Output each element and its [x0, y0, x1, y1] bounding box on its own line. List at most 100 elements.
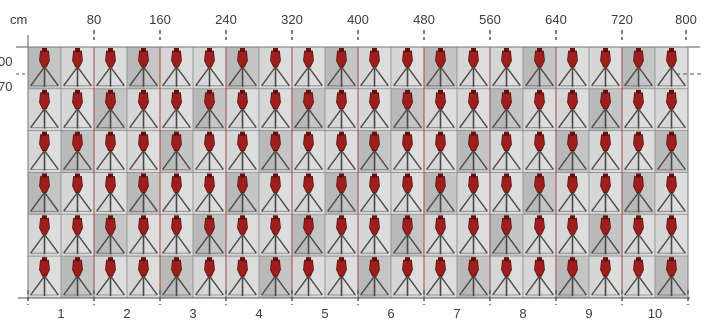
panel-tile — [159, 255, 194, 299]
panel-tile — [126, 88, 161, 132]
panel-tile — [192, 255, 227, 299]
panel-tile — [588, 130, 623, 173]
panel-grid — [27, 46, 689, 299]
panel-tile — [258, 130, 293, 173]
panel-tile — [357, 88, 392, 132]
panel-tile — [522, 213, 557, 257]
panel-tile — [456, 213, 491, 257]
panel-tile — [423, 255, 458, 299]
panel-tile — [555, 46, 590, 90]
panel-tile — [159, 172, 194, 215]
panel-tile — [225, 46, 260, 90]
panel-tile — [489, 130, 524, 173]
panel-tile — [27, 46, 62, 90]
panel-tile — [621, 172, 656, 215]
panel-number-label: 9 — [585, 306, 592, 321]
panel-tile — [423, 172, 458, 215]
panel-number-label: 8 — [519, 306, 526, 321]
panel-tile — [60, 130, 95, 173]
panel-tile — [27, 172, 62, 215]
panel-tile — [225, 172, 260, 215]
panel-tile — [60, 88, 95, 132]
panel-tile — [192, 88, 227, 132]
panel-tile — [456, 46, 491, 90]
top-tick-label: 800 — [675, 12, 697, 27]
panel-tile — [588, 213, 623, 257]
panel-tile — [522, 46, 557, 90]
panel-tile — [126, 255, 161, 299]
panel-tile — [258, 46, 293, 90]
panel-tile — [27, 130, 62, 173]
panel-tile — [258, 172, 293, 215]
panel-tile — [456, 172, 491, 215]
panel-tile — [225, 255, 260, 299]
panel-tile — [390, 172, 425, 215]
panel-tile — [588, 88, 623, 132]
panel-number-label: 1 — [57, 306, 64, 321]
panel-tile — [522, 172, 557, 215]
panel-tile — [324, 88, 359, 132]
panel-tile — [126, 46, 161, 90]
panel-tile — [60, 213, 95, 257]
panel-tile — [93, 172, 128, 215]
panel-tile — [522, 255, 557, 299]
panel-tile — [324, 172, 359, 215]
top-tick-label: 480 — [413, 12, 435, 27]
panel-tile — [390, 213, 425, 257]
panel-tile — [93, 255, 128, 299]
panel-tile — [126, 130, 161, 173]
panel-number-label: 7 — [453, 306, 460, 321]
panel-tile — [456, 88, 491, 132]
panel-tile — [654, 172, 689, 215]
panel-tile — [489, 255, 524, 299]
panel-tile — [225, 88, 260, 132]
panel-tile — [423, 130, 458, 173]
panel-tile — [390, 130, 425, 173]
panel-tile — [489, 172, 524, 215]
panel-tile — [357, 172, 392, 215]
panel-number-label: 4 — [255, 306, 262, 321]
panel-tile — [357, 213, 392, 257]
panel-tile — [555, 88, 590, 132]
panel-tile — [126, 172, 161, 215]
panel-tile — [159, 130, 194, 173]
panel-tile — [555, 255, 590, 299]
panel-tile — [324, 255, 359, 299]
left-axis-label-bottom: 70 — [0, 79, 12, 94]
top-tick-label: 560 — [479, 12, 501, 27]
panel-tile — [654, 130, 689, 173]
top-tick-label: 720 — [611, 12, 633, 27]
panel-tile — [588, 255, 623, 299]
top-tick-label: 160 — [149, 12, 171, 27]
panel-tile — [291, 130, 326, 173]
panel-tile — [489, 213, 524, 257]
panel-number-label: 10 — [648, 306, 662, 321]
top-tick-label: 80 — [87, 12, 101, 27]
panel-tile — [522, 130, 557, 173]
panel-tile — [423, 88, 458, 132]
panel-tile — [588, 172, 623, 215]
panel-tile — [654, 213, 689, 257]
panel-tile — [258, 213, 293, 257]
panel-tile — [126, 213, 161, 257]
panel-tile — [621, 255, 656, 299]
panel-tile — [291, 172, 326, 215]
panel-tile — [456, 130, 491, 173]
panel-tile — [93, 46, 128, 90]
panel-tile — [192, 130, 227, 173]
panel-tile — [390, 88, 425, 132]
panel-tile — [60, 46, 95, 90]
left-axis-label-top: 00 — [0, 54, 12, 69]
panel-tile — [60, 255, 95, 299]
panel-tile — [291, 88, 326, 132]
panel-tile — [93, 130, 128, 173]
panel-tile — [291, 46, 326, 90]
panel-tile — [225, 213, 260, 257]
top-tick-label: 640 — [545, 12, 567, 27]
panel-tile — [324, 46, 359, 90]
panel-tile — [654, 255, 689, 299]
panel-tile — [654, 46, 689, 90]
